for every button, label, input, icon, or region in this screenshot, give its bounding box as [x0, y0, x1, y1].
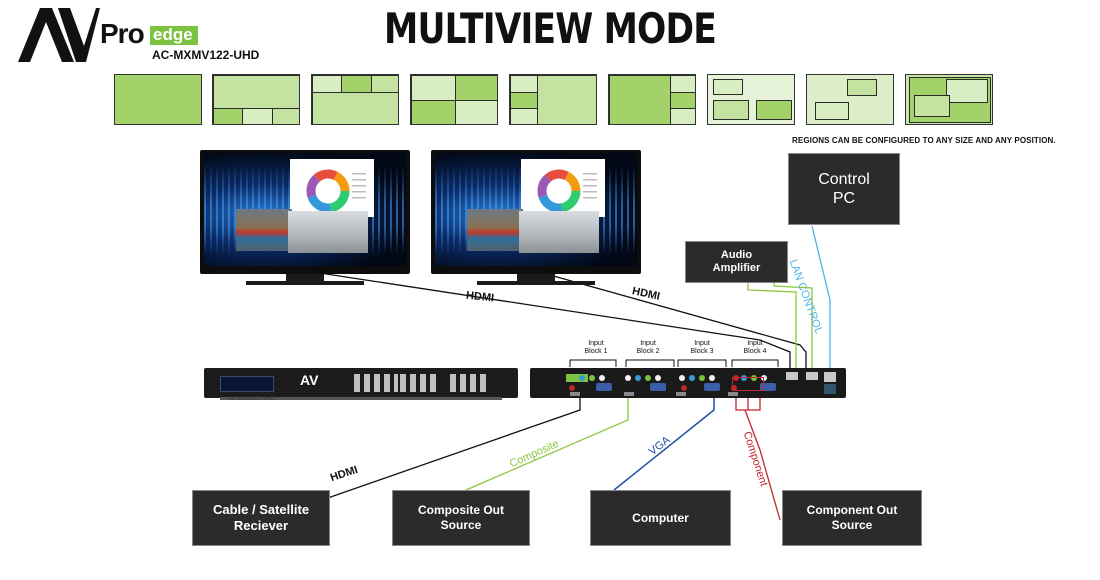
front-lip — [220, 397, 502, 400]
audio-amplifier-box: Audio Amplifier — [685, 241, 788, 283]
front-logo: AV — [300, 372, 319, 388]
layout-thumbnail-9 — [905, 74, 993, 125]
front-buttons-a — [354, 374, 398, 392]
office-photo — [519, 211, 599, 253]
vga-cable — [613, 396, 715, 491]
office-photo — [288, 211, 368, 253]
tv-right — [431, 150, 641, 274]
input-block-brackets — [569, 359, 779, 367]
donut-chart-window — [290, 159, 374, 217]
layout-thumbnail-5 — [509, 74, 597, 125]
front-buttons-b — [400, 374, 440, 392]
component-cable-run — [744, 409, 781, 521]
input-block-1-label: Input Block 1 — [584, 340, 608, 355]
hdmi-output-cable-left — [299, 269, 791, 372]
page-title: MULTIVIEW MODE — [384, 4, 717, 53]
control-pc-box: Control PC — [788, 153, 900, 225]
layout-thumbnail-1 — [114, 74, 202, 125]
model-number: AC-MXMV122-UHD — [152, 48, 260, 62]
avpro-logo-mark — [18, 8, 100, 62]
audio-cable-2 — [773, 282, 813, 372]
cable-satellite-box: Cable / Satellite Reciever — [192, 490, 330, 546]
layouts-note: REGIONS CAN BE CONFIGURED TO ANY SIZE AN… — [792, 136, 1056, 145]
audio-cable — [747, 282, 797, 372]
tv-left-stand — [286, 274, 324, 281]
tv-left-base — [246, 281, 364, 285]
layout-thumbnail-7 — [707, 74, 795, 125]
front-display — [220, 376, 274, 392]
layout-thumbnail-8 — [806, 74, 894, 125]
rear-green-label — [566, 374, 588, 382]
input-block-4-label: Input Block 4 — [743, 340, 767, 355]
rear-ports — [569, 372, 836, 396]
component-source-box: Component Out Source — [782, 490, 922, 546]
tv-right-screen — [435, 153, 637, 266]
tv-left — [200, 150, 410, 274]
layout-thumbnail-6 — [608, 74, 696, 125]
hdmi-input-cable — [321, 397, 581, 501]
front-buttons-c — [450, 374, 490, 392]
lan-cable — [811, 225, 831, 372]
hdmi-output-cable-right — [531, 269, 807, 372]
tv-left-screen — [204, 153, 406, 266]
composite-source-box: Composite Out Source — [392, 490, 530, 546]
tv-right-stand — [517, 274, 555, 281]
layout-thumbnail-3 — [311, 74, 399, 125]
matrix-front-panel: AV — [204, 368, 518, 398]
layout-thumbnail-2 — [212, 74, 300, 125]
donut-chart-window — [521, 159, 605, 217]
input-block-3-label: Input Block 3 — [690, 340, 714, 355]
containers-photo — [236, 209, 292, 251]
input-block-2-label: Input Block 2 — [636, 340, 660, 355]
front-model-label: AC-MXMV122-UHD — [230, 396, 275, 402]
layout-thumbnail-4 — [410, 74, 498, 125]
containers-photo — [467, 209, 523, 251]
logo-edge-badge: edge — [150, 26, 198, 45]
logo-pro-text: Pro — [100, 18, 145, 49]
computer-box: Computer — [590, 490, 731, 546]
component-port-highlight — [732, 377, 764, 391]
tv-right-base — [477, 281, 595, 285]
